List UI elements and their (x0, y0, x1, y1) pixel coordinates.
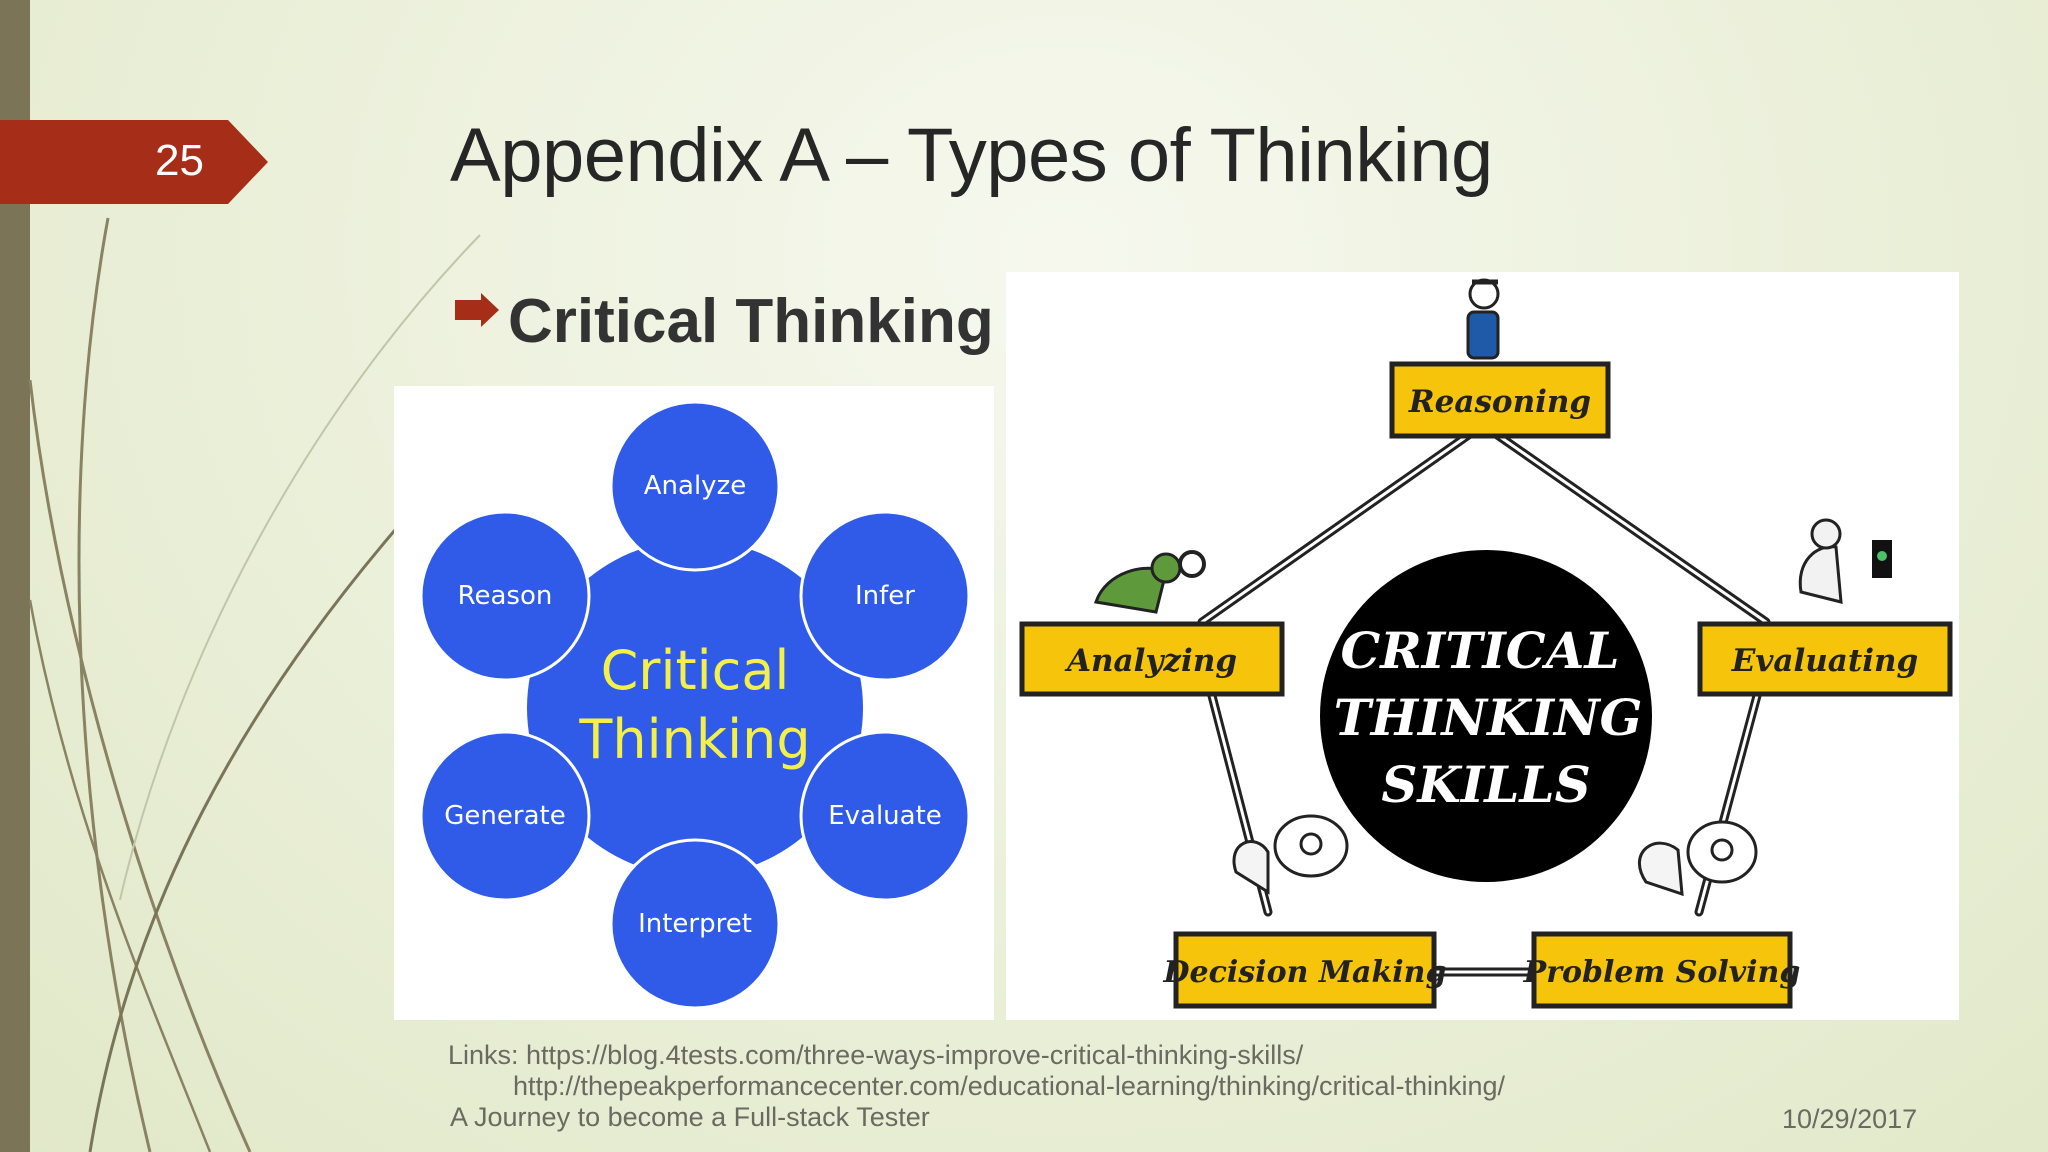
skills-center-line-3: SKILLS (1381, 755, 1590, 814)
skills-center-line-1: CRITICAL (1340, 621, 1619, 680)
bullet-critical-thinking: Critical Thinking (508, 287, 994, 356)
wheel-node-label: Interpret (638, 909, 752, 939)
thinker-figure-icon (1466, 278, 1500, 360)
footer-date: 10/29/2017 (1782, 1104, 1918, 1134)
skill-box-decision-making: Decision Making (1163, 931, 1447, 1009)
critical-thinking-wheel: Critical Thinking Analyze Infer Evaluate… (394, 386, 994, 1020)
wheel-node-label: Reason (458, 581, 553, 611)
slide-title: Appendix A – Types of Thinking (450, 113, 1493, 198)
links-line-1: Links: https://blog.4tests.com/three-way… (448, 1040, 1304, 1070)
skill-label: Evaluating (1731, 643, 1918, 679)
wheel-node-label: Generate (444, 801, 565, 831)
wheel-diagram: Critical Thinking Analyze Infer Evaluate… (419, 400, 971, 1010)
skills-center-disk (1320, 550, 1652, 882)
pentagon-diagram: CRITICAL THINKING SKILLS (1019, 278, 1953, 1009)
footer-text: A Journey to become a Full-stack Tester (450, 1102, 930, 1132)
wheel-node-reason: Reason (419, 510, 591, 682)
wheel-node-label: Infer (855, 581, 915, 611)
wheel-center-line-1: Critical (601, 639, 790, 702)
scientist-figure-icon (1798, 518, 1892, 604)
wheel-node-label: Evaluate (828, 801, 942, 831)
wheel-center-line-2: Thinking (578, 708, 810, 771)
decision-thinker-icon (1232, 814, 1349, 895)
skill-label: Analyzing (1064, 643, 1237, 679)
skill-label: Reasoning (1408, 384, 1591, 420)
skill-label: Problem Solving (1523, 955, 1801, 990)
skill-box-evaluating: Evaluating (1697, 621, 1953, 697)
skill-label: Decision Making (1163, 955, 1447, 990)
skills-center-line-2: THINKING (1334, 688, 1643, 747)
slide-number-tag: 25 (0, 120, 268, 204)
wheel-node-evaluate: Evaluate (799, 730, 971, 902)
magnifier-figure-icon (1094, 550, 1206, 614)
arrow-bullet-icon (455, 293, 499, 327)
wheel-node-infer: Infer (799, 510, 971, 682)
decorative-curves (28, 217, 481, 1152)
slide-number: 25 (155, 136, 204, 185)
wheel-node-interpret: Interpret (609, 838, 781, 1010)
wheel-center-circle (527, 540, 863, 876)
skill-box-analyzing: Analyzing (1019, 621, 1285, 697)
wheel-node-generate: Generate (419, 730, 591, 902)
problem-solver-icon (1638, 820, 1758, 897)
wheel-node-analyze: Analyze (609, 400, 781, 572)
critical-thinking-skills-diagram: CRITICAL THINKING SKILLS (1006, 272, 1959, 1020)
wheel-node-label: Analyze (644, 471, 746, 501)
skill-box-problem-solving: Problem Solving (1523, 931, 1801, 1009)
links-line-2: http://thepeakperformancecenter.com/educ… (513, 1071, 1506, 1101)
skill-box-reasoning: Reasoning (1389, 361, 1611, 439)
